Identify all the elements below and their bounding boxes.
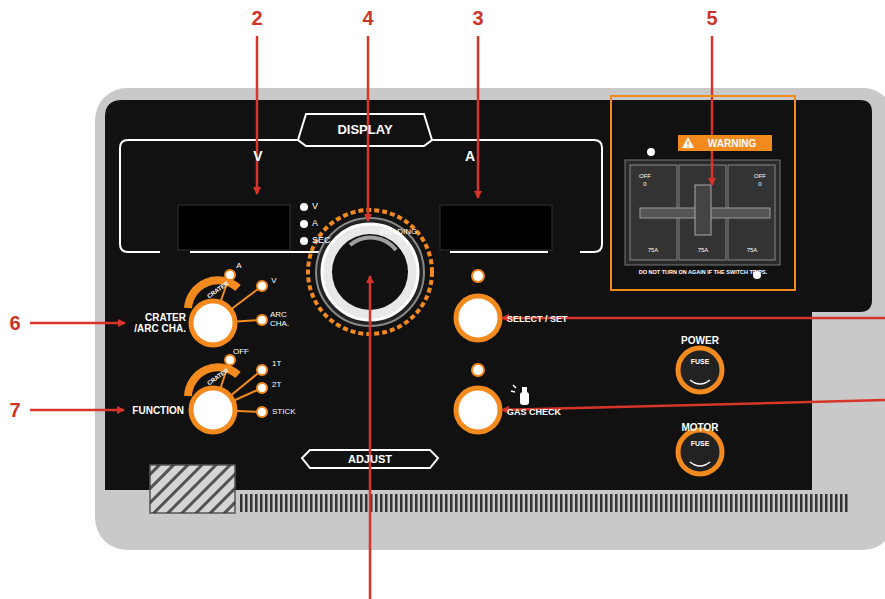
- motor-fuse: [678, 430, 722, 474]
- indicator-label: WELDING: [380, 228, 417, 237]
- button-label: SELECT / SET: [507, 315, 568, 325]
- position-label: 1T: [272, 360, 281, 369]
- display-header: A: [465, 149, 475, 164]
- breaker-label: 75A: [648, 247, 659, 254]
- fuse-label: POWER: [681, 335, 719, 346]
- breaker-label: 0: [758, 181, 761, 188]
- select-set-button: [456, 296, 500, 340]
- position-label: V: [271, 277, 276, 286]
- breaker-label: OFF: [754, 173, 766, 180]
- warning-header: WARNING: [678, 135, 772, 151]
- breaker-label: OFF: [639, 173, 651, 180]
- leader-arrows: [30, 36, 885, 599]
- indicator-label: SEC: [312, 236, 331, 246]
- breaker-label: 0: [643, 181, 646, 188]
- position-label: 2T: [272, 381, 281, 390]
- gas-check-button: [456, 388, 500, 432]
- adjust-tab: ADJUST: [310, 451, 430, 467]
- callout-number: 6: [9, 312, 20, 334]
- display-tab: [298, 114, 432, 146]
- panel-heading: ADJUST: [348, 453, 392, 465]
- warning-panel: DO NOT TURN ON AGAIN IF THE SWITCH TRIPS…: [610, 95, 796, 291]
- fuse-label: FUSE: [691, 440, 710, 448]
- black-face: [105, 100, 872, 490]
- fuse-label: FUSE: [691, 358, 710, 366]
- gas-icon: [511, 385, 529, 405]
- fuse-label: MOTOR: [681, 422, 718, 433]
- warning-icon: [681, 136, 695, 150]
- breaker-label: 75A: [698, 247, 709, 254]
- housing: [95, 88, 885, 550]
- power-fuse: [678, 348, 722, 392]
- callout-number: 3: [472, 7, 483, 29]
- warning-text: DO NOT TURN ON AGAIN IF THE SWITCH TRIPS…: [639, 269, 767, 275]
- indicator-label: V: [312, 202, 318, 212]
- amp-display: [440, 205, 552, 250]
- panel-heading: DISPLAY: [337, 122, 392, 137]
- vent-slots: [240, 494, 850, 512]
- panel-heading: WARNING: [694, 138, 756, 149]
- button-label: GAS CHECK: [507, 408, 561, 418]
- breaker-label: 75A: [747, 247, 758, 254]
- display-header: V: [253, 149, 262, 164]
- vent-grille: [150, 465, 235, 513]
- position-label: STICK: [272, 408, 296, 417]
- indicator-label: A: [312, 219, 318, 229]
- control-label: CRATER /ARC CHA.: [126, 312, 186, 334]
- callout-number: 2: [251, 7, 262, 29]
- callout-number: 4: [362, 7, 373, 29]
- crater-knob: [191, 301, 235, 345]
- position-label: OFF: [233, 348, 249, 357]
- display-tab: DISPLAY: [306, 116, 424, 142]
- control-label: FUNCTION: [132, 405, 184, 416]
- circuit-breaker: [625, 160, 780, 265]
- position-label: A: [236, 262, 241, 271]
- position-label: ARC CHA.: [270, 311, 302, 329]
- callout-number: 7: [9, 399, 20, 421]
- callout-number: 5: [706, 7, 717, 29]
- volt-display: [178, 205, 290, 250]
- function-knob: [191, 388, 235, 432]
